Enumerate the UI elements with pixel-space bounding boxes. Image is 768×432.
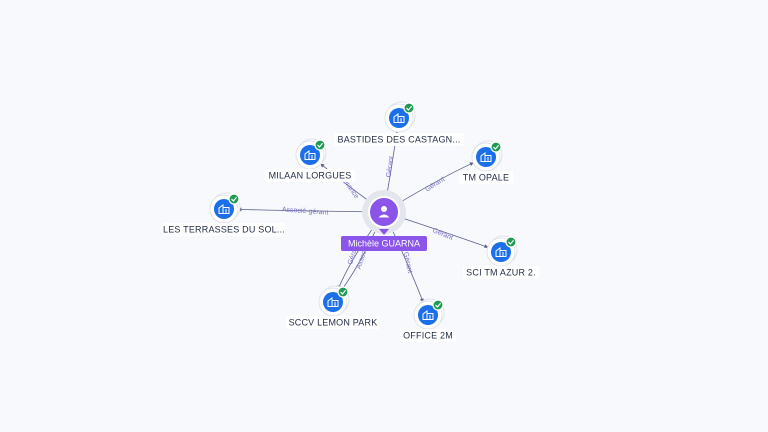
- company-node-sccv-lemon[interactable]: SCCV LEMON PARK: [286, 285, 380, 329]
- company-node-bastides[interactable]: BASTIDES DES CASTAGN...: [334, 101, 464, 146]
- verified-check-icon: [490, 141, 502, 153]
- verified-check-icon: [505, 236, 517, 248]
- company-node-office-2m[interactable]: OFFICE 2M: [400, 298, 456, 342]
- node-label-bg: [286, 316, 380, 329]
- company-label: TM OPALE: [463, 173, 509, 183]
- verified-check-icon: [403, 102, 415, 114]
- verified-check-icon: [337, 286, 349, 298]
- company-node-milaan[interactable]: MILAAN LORGUES: [265, 138, 355, 182]
- edge-label-terrasses: Associé-gérant: [282, 206, 329, 216]
- building-icon: [327, 297, 339, 307]
- company-node-tm-opale[interactable]: TM OPALE: [459, 140, 513, 184]
- company-node-sci-tm-azur[interactable]: SCI TM AZUR 2.: [463, 235, 539, 279]
- company-label: SCI TM AZUR 2.: [466, 268, 536, 278]
- edge-label-tm-opale: Gérant: [424, 176, 446, 194]
- node-label-bg: [400, 329, 456, 342]
- edge-label-sci-tm-azur: Gérant: [431, 227, 454, 242]
- company-node-terrasses[interactable]: LES TERRASSES DU SOL...: [163, 192, 285, 236]
- center-pointer: [379, 229, 389, 235]
- company-label: OFFICE 2M: [403, 331, 453, 341]
- building-icon: [480, 152, 492, 162]
- company-label: LES TERRASSES DU SOL...: [163, 225, 285, 235]
- building-icon: [422, 310, 434, 320]
- building-icon: [495, 247, 507, 257]
- verified-check-icon: [228, 193, 240, 205]
- verified-check-icon: [314, 139, 326, 151]
- person-icon: [378, 206, 390, 218]
- company-label: BASTIDES DES CASTAGN...: [338, 135, 461, 145]
- edge-label-bastides: Gérant: [386, 156, 396, 178]
- node-label-bg: [334, 133, 464, 146]
- nodes-layer: BASTIDES DES CASTAGN... MILAAN LORGUES TM …: [163, 101, 539, 342]
- company-label: MILAAN LORGUES: [269, 171, 352, 181]
- company-label: SCCV LEMON PARK: [289, 318, 378, 328]
- center-node[interactable]: Michèle GUARNA: [341, 190, 427, 251]
- building-icon: [218, 204, 230, 214]
- building-icon: [304, 150, 316, 160]
- node-label-bg: [459, 171, 513, 184]
- center-label: Michèle GUARNA: [348, 239, 420, 249]
- edge-label-office-2m: Gérant: [402, 251, 413, 273]
- verified-check-icon: [432, 299, 444, 311]
- node-label-bg: [163, 223, 285, 236]
- building-icon: [393, 113, 405, 123]
- center-label-tag: [341, 236, 427, 251]
- node-label-bg: [463, 266, 539, 279]
- node-label-bg: [265, 169, 355, 182]
